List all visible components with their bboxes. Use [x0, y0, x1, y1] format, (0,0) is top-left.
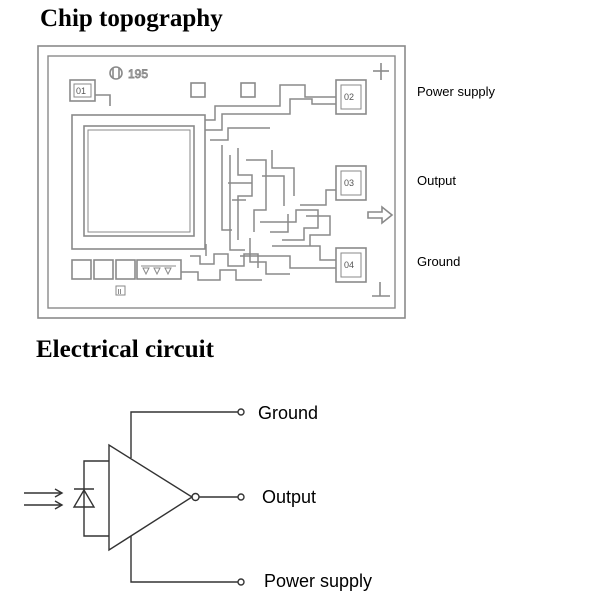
pad-04-id: 04 — [344, 260, 354, 270]
pad-01 — [69, 79, 96, 102]
die-inner-border — [47, 55, 396, 309]
pad-label-power-supply: Power supply — [417, 84, 496, 99]
power-terminal — [237, 578, 245, 586]
ground-wire — [130, 411, 238, 458]
pad-02-id: 02 — [344, 92, 354, 102]
power-plus-mark — [373, 63, 389, 80]
terminal-label-ground: Ground — [258, 403, 319, 423]
photodiode-area-outer — [71, 114, 206, 250]
ground-mark — [372, 282, 390, 297]
manufacturer-logo — [109, 66, 123, 80]
ground-terminal — [237, 408, 245, 416]
chip-topography-title: Chip topography — [40, 5, 223, 32]
pad-03 — [335, 165, 367, 201]
output-arrow-mark — [367, 205, 394, 225]
bond-pad-c — [115, 259, 136, 280]
test-square-1 — [190, 82, 206, 98]
pad-01-id: 01 — [76, 86, 86, 96]
chip-marking: 195 — [128, 67, 148, 81]
interconnect-traces — [181, 84, 336, 281]
pad-04 — [335, 247, 367, 283]
electrical-circuit-title: Electrical circuit — [36, 336, 214, 363]
photodiode-icon — [72, 488, 96, 508]
bottom-marking-box — [115, 285, 126, 296]
pad-03-id: 03 — [344, 178, 354, 188]
photodiode-wire — [83, 460, 109, 537]
amplifier-triangle — [108, 443, 194, 552]
bond-pad-a — [71, 259, 92, 280]
terminal-label-output: Output — [262, 487, 317, 507]
output-terminal — [237, 493, 245, 501]
pad-label-output: Output — [417, 173, 457, 188]
bond-pad-b — [93, 259, 114, 280]
photodiode-area-inner — [83, 125, 195, 237]
test-square-2 — [240, 82, 256, 98]
transistor-group — [136, 259, 182, 280]
light-arrows-icon — [24, 488, 64, 510]
terminal-label-power-supply: Power supply — [264, 571, 373, 591]
power-wire — [130, 536, 238, 583]
pad-label-ground: Ground — [417, 254, 461, 269]
die-outer-border — [37, 45, 406, 319]
bottom-mark: II — [118, 289, 122, 296]
